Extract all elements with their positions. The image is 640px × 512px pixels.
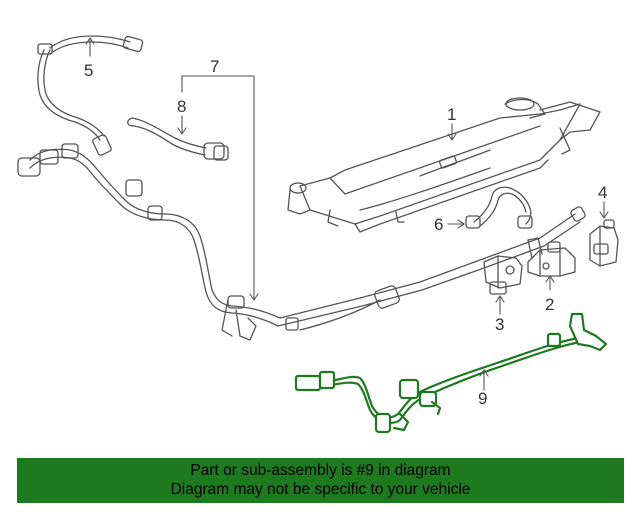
banner-line-part: Part or sub-assembly is #9 in diagram xyxy=(190,462,451,479)
callout-2: 2 xyxy=(545,295,554,314)
part-2-valve xyxy=(527,237,576,277)
callout-1: 1 xyxy=(447,105,456,124)
part-6-hose xyxy=(465,186,533,229)
part-4-valve xyxy=(589,219,619,267)
part-9-harness xyxy=(294,312,608,434)
part-1-canister xyxy=(287,97,601,233)
banner-line-disclaimer: Diagram may not be specific to your vehi… xyxy=(170,481,471,498)
callout-3: 3 xyxy=(495,315,504,334)
part-5-hose xyxy=(37,35,144,156)
part-info-banner: Part or sub-assembly is #9 in diagram Di… xyxy=(17,458,624,503)
callout-6: 6 xyxy=(434,215,443,234)
parts-diagram: 1 2 3 4 5 6 7 8 9 xyxy=(17,35,619,434)
vapor-line-assembly xyxy=(17,143,586,341)
callout-7: 7 xyxy=(210,57,219,76)
callout-9: 9 xyxy=(478,389,487,408)
part-8-hose xyxy=(127,117,229,161)
part-3-valve xyxy=(483,255,523,295)
leader-lines xyxy=(85,37,609,391)
callout-5: 5 xyxy=(84,61,93,80)
callout-4: 4 xyxy=(598,183,607,202)
callout-8: 8 xyxy=(177,97,186,116)
